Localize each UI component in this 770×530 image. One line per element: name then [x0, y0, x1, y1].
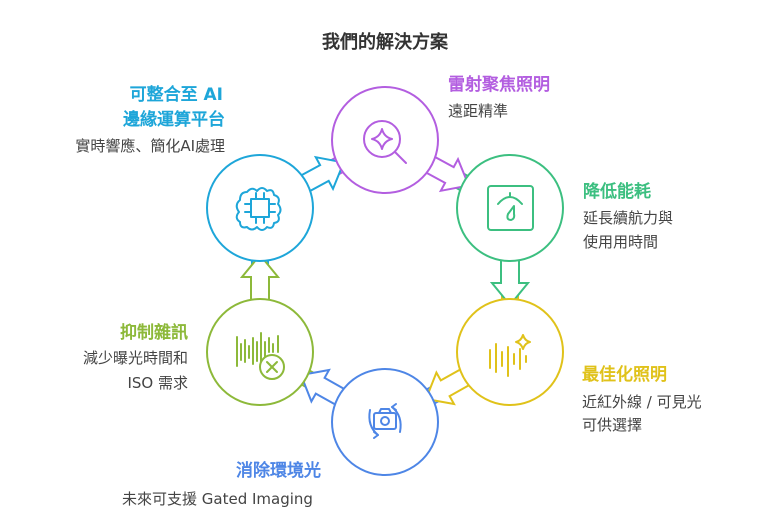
noise-title: 抑制雜訊: [120, 323, 188, 343]
power-circle: [456, 154, 564, 262]
noise-desc-1: 減少曝光時間和: [82, 349, 188, 367]
ambient-title: 消除環境光: [236, 461, 321, 481]
edge-circle: [206, 154, 314, 262]
edge-title-1: 可整合至 AI: [129, 85, 223, 105]
sound-sparkle-icon: [489, 334, 531, 377]
diagram-title: 我們的解決方案: [322, 32, 448, 53]
camera-rotate-icon: [368, 403, 402, 439]
laser-circle: [331, 86, 439, 194]
edge-title-2: 邊緣運算平台: [123, 110, 225, 130]
power-desc-1: 延長續航力與: [583, 209, 674, 227]
lighting-circle: [456, 298, 564, 406]
ambient-circle: [331, 368, 439, 476]
arrow-power-to-lighting: [489, 252, 531, 307]
lighting-desc-1: 近紅外線 / 可見光: [582, 393, 702, 411]
ai-brain-chip-icon: [235, 187, 282, 231]
noise-cancel-icon: [236, 332, 285, 380]
lighting-desc-2: 可供選擇: [582, 416, 643, 434]
laser-title: 雷射聚焦照明: [448, 75, 550, 95]
lighting-title: 最佳化照明: [582, 365, 667, 385]
gauge-icon: [487, 185, 534, 231]
search-sparkle-icon: [363, 120, 407, 164]
laser-desc: 遠距精準: [448, 102, 509, 120]
edge-desc: 實時響應、簡化AI處理: [75, 137, 225, 155]
power-desc-2: 使用用時間: [583, 233, 659, 251]
ambient-desc: 未來可支援 Gated Imaging: [122, 490, 313, 508]
power-title: 降低能耗: [583, 182, 651, 202]
noise-desc-2: ISO 需求: [127, 374, 188, 392]
